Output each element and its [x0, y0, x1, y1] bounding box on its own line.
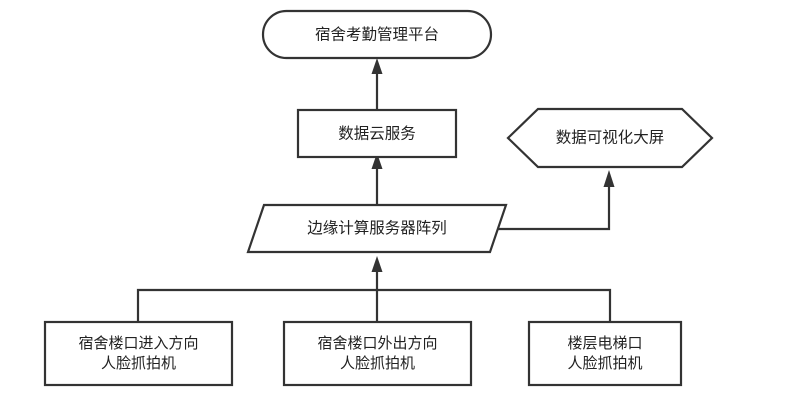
edge-edge-servers-to-cloud-service: [371, 153, 383, 205]
node-edge-servers[interactable]: 边缘计算服务器阵列: [246, 203, 508, 254]
node-camera-elevator-label-line1: 楼层电梯口: [567, 335, 642, 352]
edge-cameras-to-edge-servers: [136, 256, 612, 322]
arrow-head-icon: [371, 58, 383, 74]
node-edge-servers-shape[interactable]: [246, 203, 508, 254]
node-camera-out[interactable]: 宿舍楼口外出方向 人脸抓拍机: [282, 320, 473, 387]
arrow-head-icon: [371, 153, 383, 169]
node-camera-out-shape[interactable]: [282, 320, 473, 387]
node-visual-screen-shape[interactable]: [506, 107, 714, 169]
node-camera-out-label-line2: 人脸抓拍机: [340, 355, 415, 372]
node-cloud-service-shape[interactable]: [296, 108, 458, 159]
node-visual-screen[interactable]: 数据可视化大屏: [506, 107, 714, 169]
bus-line: [136, 288, 612, 322]
node-camera-elevator[interactable]: 楼层电梯口 人脸抓拍机: [527, 320, 683, 387]
edge-edge-servers-to-visual-screen: [490, 170, 615, 231]
node-camera-in[interactable]: 宿舍楼口进入方向 人脸抓拍机: [43, 320, 234, 387]
node-visual-screen-label: 数据可视化大屏: [556, 129, 665, 147]
node-camera-elevator-label-line2: 人脸抓拍机: [567, 355, 642, 372]
node-camera-in-label-line1: 宿舍楼口进入方向: [78, 335, 198, 352]
node-platform-shape[interactable]: [261, 9, 493, 60]
edge-line: [490, 183, 611, 231]
node-cloud-service[interactable]: 数据云服务: [296, 108, 458, 159]
node-camera-elevator-shape[interactable]: [527, 320, 683, 387]
edge-cloud-service-to-platform: [371, 58, 383, 110]
node-camera-in-label-line2: 人脸抓拍机: [101, 355, 176, 372]
node-camera-out-label-line1: 宿舍楼口外出方向: [317, 335, 437, 352]
node-edge-servers-label: 边缘计算服务器阵列: [307, 218, 447, 237]
arrow-head-icon: [371, 256, 383, 272]
arrow-head-icon: [603, 170, 615, 187]
node-platform-label: 宿舍考勤管理平台: [315, 26, 439, 44]
node-camera-in-shape[interactable]: [43, 320, 234, 387]
node-cloud-service-label: 数据云服务: [338, 125, 416, 143]
node-platform[interactable]: 宿舍考勤管理平台: [261, 9, 493, 60]
